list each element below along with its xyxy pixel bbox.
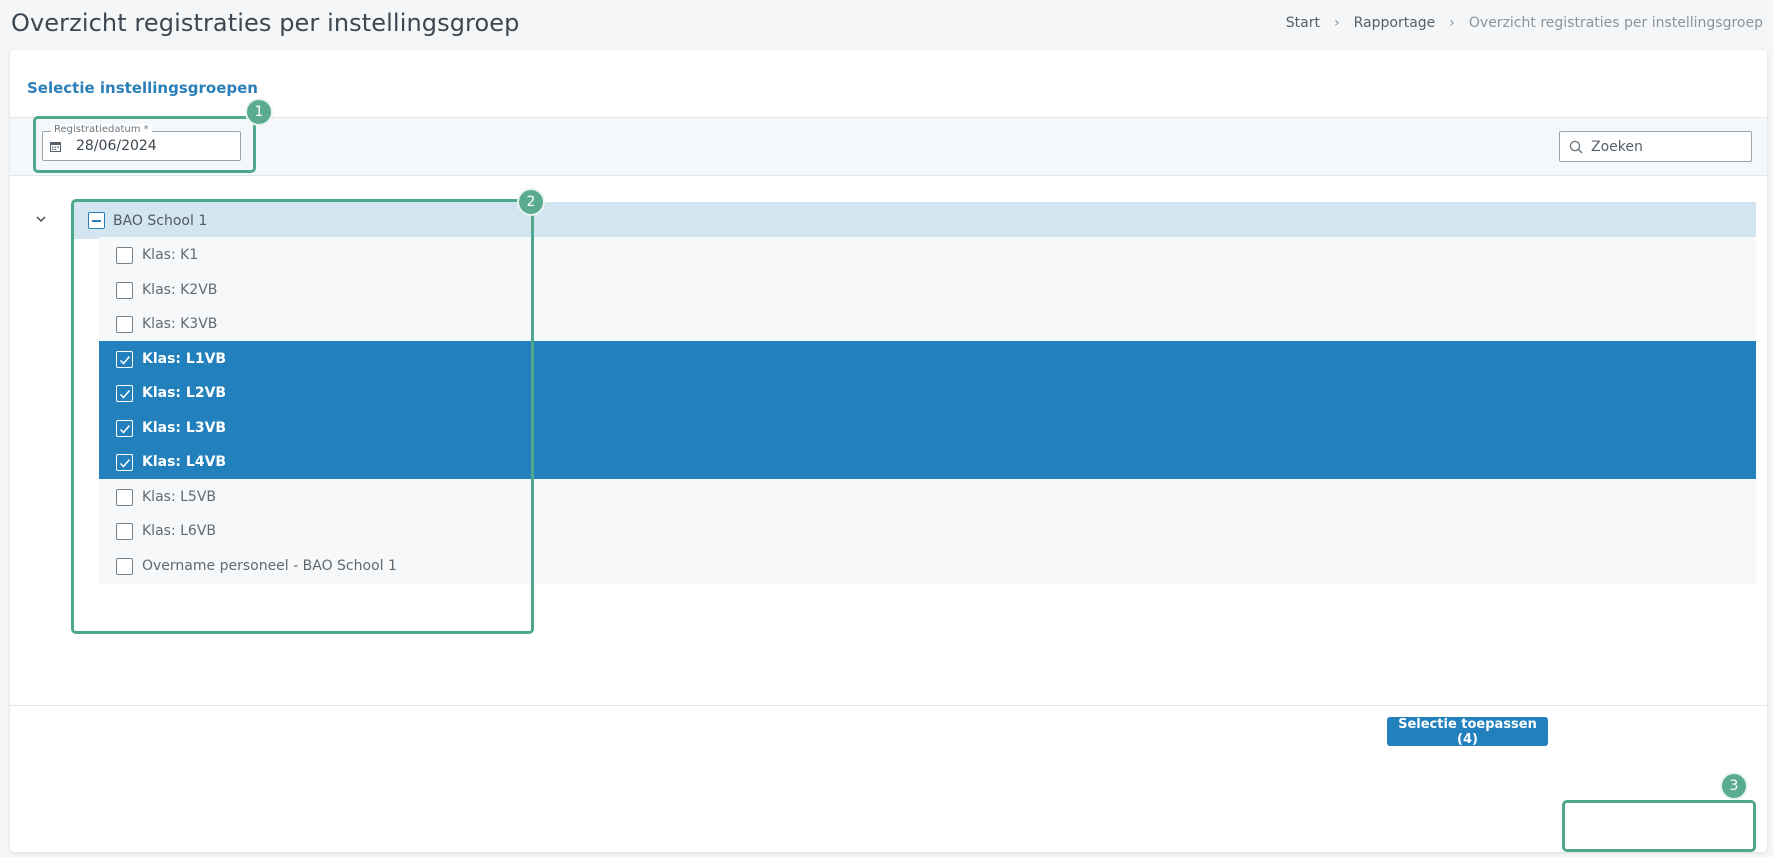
group-checkbox[interactable]	[88, 212, 105, 229]
checkbox-checked[interactable]	[116, 350, 133, 368]
checkbox[interactable]	[116, 488, 133, 506]
card-title: Selectie instellingsgroepen	[27, 79, 258, 97]
checkbox-checked[interactable]	[116, 453, 133, 471]
tree-item-l5vb[interactable]: Klas: L5VB	[99, 479, 1756, 515]
tree-item-k1[interactable]: Klas: K1	[99, 237, 1756, 273]
annotation-badge-2: 2	[517, 188, 545, 216]
tree-group-label: BAO School 1	[113, 212, 208, 229]
annotation-number: 1	[254, 104, 264, 120]
annotation-number: 3	[1729, 778, 1739, 794]
tree-item-l1vb[interactable]: Klas: L1VB	[99, 341, 1756, 377]
tree-item-k3vb[interactable]: Klas: K3VB	[99, 306, 1756, 342]
breadcrumb-rapportage[interactable]: Rapportage	[1353, 15, 1436, 31]
tree-item-label: Klas: L6VB	[142, 523, 216, 539]
breadcrumb-current: Overzicht registraties per instellingsgr…	[1468, 15, 1763, 31]
checkbox-checked[interactable]	[116, 384, 133, 402]
checkmark-icon	[119, 355, 131, 365]
tree-item-label: Klas: K2VB	[142, 282, 218, 298]
apply-selection-button[interactable]: Selectie toepassen (4)	[1387, 717, 1548, 747]
annotation-badge-1: 1	[245, 98, 273, 126]
card-footer: Selectie toepassen (4)	[10, 705, 1767, 759]
checkmark-icon	[119, 389, 131, 399]
annotation-number: 2	[526, 194, 536, 210]
tree-item-label: Klas: K1	[142, 247, 199, 263]
tree-group-bao-school-1[interactable]: BAO School 1	[72, 202, 1756, 239]
checkbox[interactable]	[116, 281, 133, 299]
checkbox-checked[interactable]	[116, 419, 133, 437]
annotation-badge-3: 3	[1720, 772, 1748, 800]
selection-card: Selectie instellingsgroepen Registratied…	[10, 50, 1767, 852]
search-field[interactable]	[1559, 131, 1752, 162]
tree-item-k2vb[interactable]: Klas: K2VB	[99, 272, 1756, 308]
tree-item-l2vb[interactable]: Klas: L2VB	[99, 375, 1756, 411]
registration-date-value: 28/06/2024	[76, 138, 157, 154]
chevron-down-icon[interactable]	[34, 212, 48, 226]
tree-item-l3vb[interactable]: Klas: L3VB	[99, 410, 1756, 446]
breadcrumb: Start › Rapportage › Overzicht registrat…	[1286, 15, 1763, 31]
tree-item-label: Klas: L5VB	[142, 489, 216, 505]
breadcrumb-start[interactable]: Start	[1285, 15, 1320, 31]
page-title: Overzicht registraties per instellingsgr…	[11, 9, 520, 37]
checkmark-icon	[119, 458, 131, 468]
checkbox[interactable]	[116, 246, 133, 264]
search-input[interactable]	[1591, 136, 1741, 157]
registration-date-label: Registratiedatum *	[51, 124, 152, 136]
tree-item-label: Klas: L4VB	[142, 454, 227, 470]
tree-item-l6vb[interactable]: Klas: L6VB	[99, 513, 1756, 549]
checkbox[interactable]	[116, 557, 133, 575]
tree-item-label: Klas: L1VB	[142, 351, 227, 367]
chevron-right-icon: ›	[1334, 15, 1340, 31]
tree-item-label: Klas: L2VB	[142, 385, 227, 401]
page-header: Overzicht registraties per instellingsgr…	[0, 0, 1773, 50]
chevron-right-icon: ›	[1449, 15, 1455, 31]
registration-date-field[interactable]: Registratiedatum * 28/06/2024	[42, 124, 241, 161]
calendar-icon	[50, 142, 61, 152]
tree-item-label: Overname personeel - BAO School 1	[142, 558, 397, 574]
tree-item-l4vb[interactable]: Klas: L4VB	[99, 444, 1756, 480]
tree-item-label: Klas: K3VB	[142, 316, 218, 332]
checkbox[interactable]	[116, 315, 133, 333]
tree-item-label: Klas: L3VB	[142, 420, 227, 436]
checkbox[interactable]	[116, 522, 133, 540]
checkmark-icon	[119, 424, 131, 434]
filter-bar: Registratiedatum * 28/06/2024	[10, 117, 1767, 176]
search-icon	[1569, 140, 1583, 154]
tree-item-overname-personeel[interactable]: Overname personeel - BAO School 1	[99, 548, 1756, 584]
